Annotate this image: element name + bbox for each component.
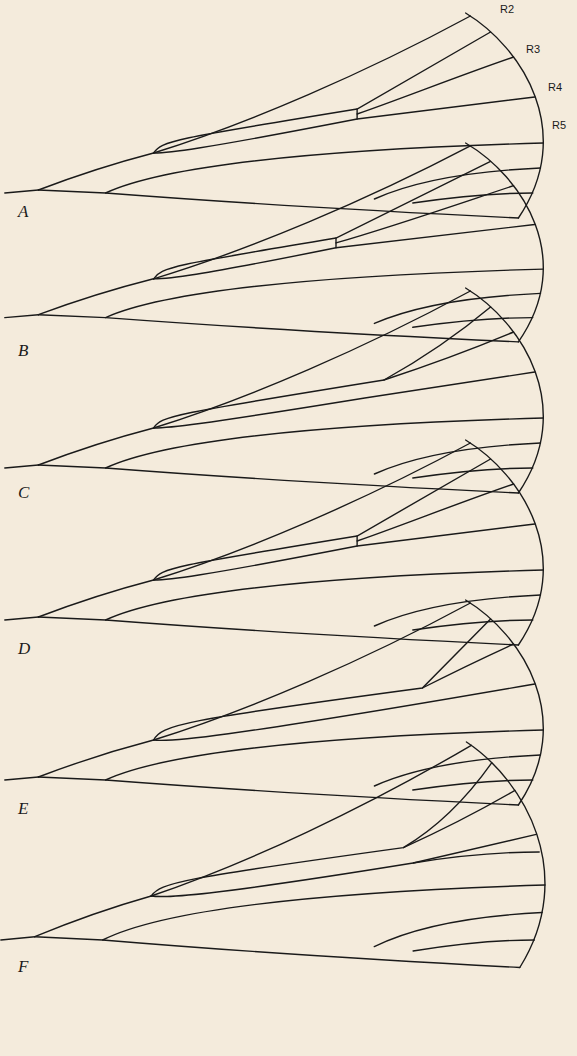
- vein-label: R2: [500, 4, 514, 15]
- wing-b: [5, 143, 544, 342]
- figure-letter: F: [18, 958, 28, 975]
- wing-c: [5, 288, 544, 493]
- wing-e: [5, 600, 544, 805]
- figure-letter: B: [18, 342, 28, 359]
- figure-letter: C: [18, 484, 29, 501]
- figure-letter: A: [18, 203, 28, 220]
- vein-label: R5: [552, 120, 566, 131]
- figure-letter: E: [18, 800, 28, 817]
- wing-a: [5, 13, 544, 218]
- wing-d: [5, 440, 544, 645]
- wing-f: [1, 742, 545, 968]
- vein-label: R4: [548, 82, 562, 93]
- figure-letter: D: [18, 640, 30, 657]
- vein-label: R3: [526, 44, 540, 55]
